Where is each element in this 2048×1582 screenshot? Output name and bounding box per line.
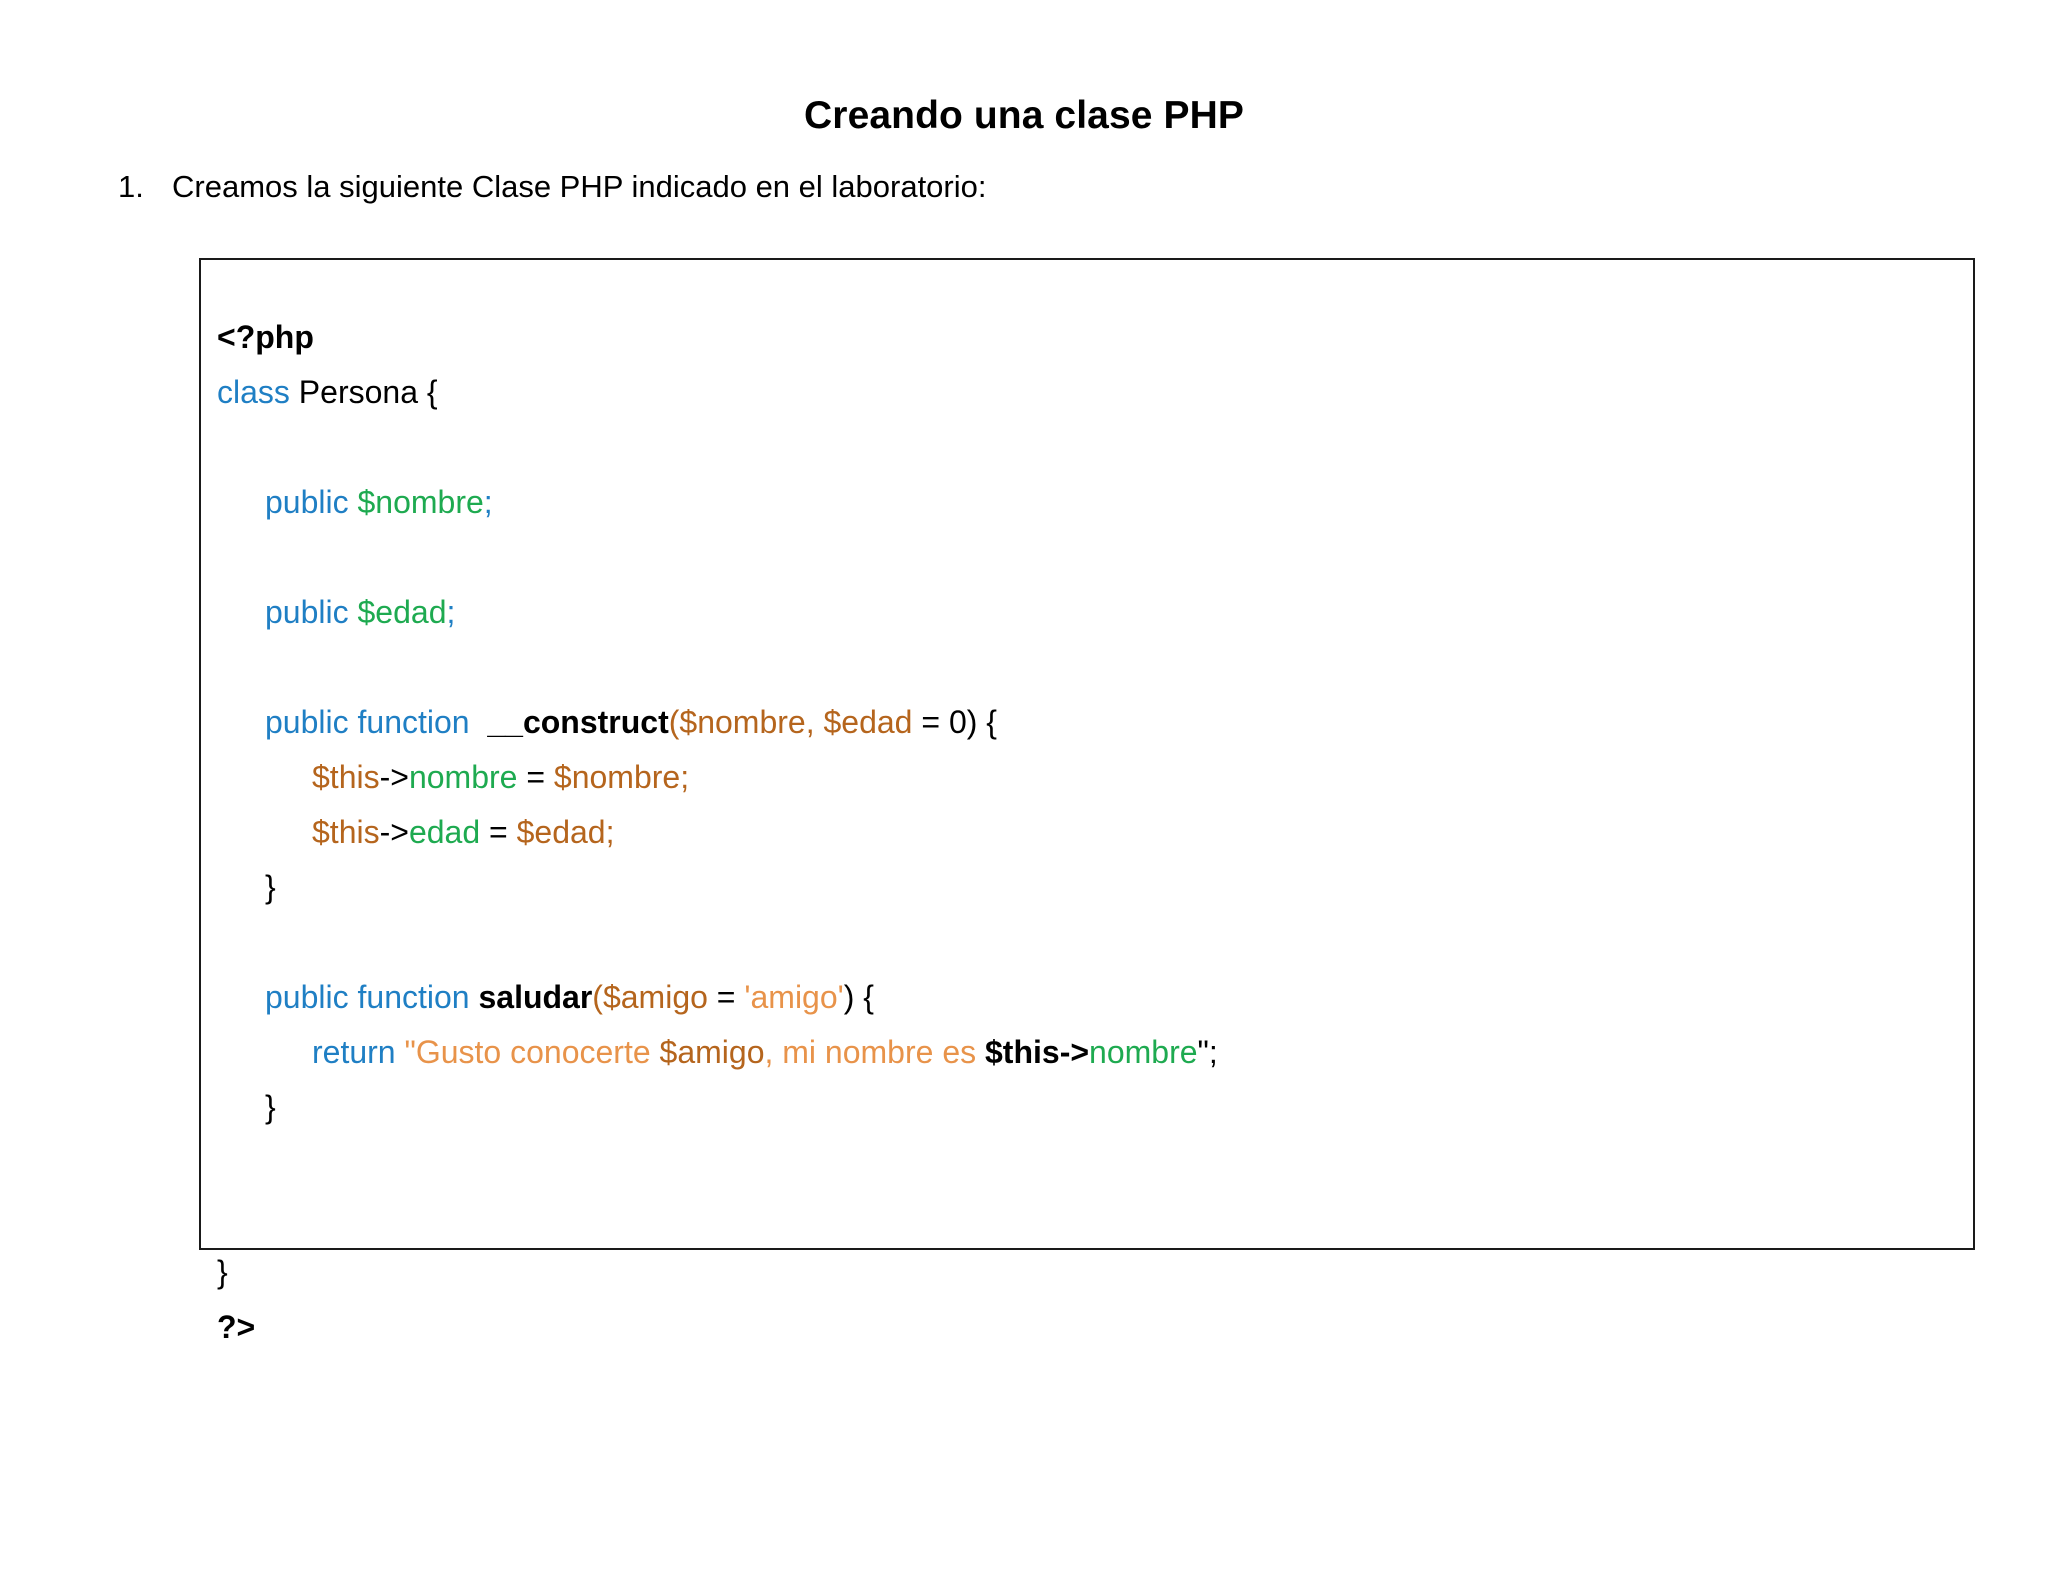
code-token: nombre [1089, 1034, 1198, 1070]
code-line [217, 530, 1973, 585]
code-token: ; [483, 484, 493, 520]
code-token: $amigo [659, 1034, 765, 1070]
php-code-listing: <?php class Persona { public $nombre; pub… [201, 310, 1973, 1355]
code-token: public function [265, 704, 479, 740]
list-item-number: 1. [118, 169, 144, 204]
code-token: $this [312, 814, 380, 850]
code-block-container: <?php class Persona { public $nombre; pub… [199, 258, 1975, 1345]
code-token: public [265, 484, 358, 520]
code-token: class [217, 374, 290, 410]
code-token: public function [265, 979, 479, 1015]
code-line: $this->edad = $edad; [217, 805, 1973, 860]
code-line: $this->nombre = $nombre; [217, 750, 1973, 805]
page-title: Creando una clase PHP [804, 94, 1244, 138]
code-token: ) { [843, 979, 874, 1015]
code-token: = [517, 759, 554, 795]
code-line: return "Gusto conocerte $amigo, mi nombr… [217, 1025, 1973, 1080]
code-token: ($nombre, $edad [668, 704, 913, 740]
code-token: return [312, 1034, 405, 1070]
code-token: <?php [217, 319, 314, 355]
code-token: public [265, 594, 358, 630]
code-token: "; [1197, 1034, 1218, 1070]
code-token: } [265, 1089, 276, 1125]
code-line [217, 1135, 1973, 1190]
code-token: ?> [217, 1309, 256, 1345]
code-line [217, 420, 1973, 475]
code-line [217, 1190, 1973, 1245]
code-token: 'amigo' [744, 979, 844, 1015]
code-line: <?php [217, 310, 1973, 365]
code-token: ($amigo [592, 979, 708, 1015]
code-token: $edad [357, 594, 447, 630]
code-token: -> [379, 759, 409, 795]
code-token: $this [312, 759, 380, 795]
code-line: ?> [217, 1300, 1973, 1355]
code-token: nombre [408, 759, 518, 795]
code-token: saludar [478, 979, 593, 1015]
code-line: } [217, 1080, 1973, 1135]
list-item-label: Creamos la siguiente Clase PHP indicado … [172, 169, 987, 204]
code-token: " [404, 1034, 416, 1070]
code-token: Gusto conocerte [415, 1034, 660, 1070]
code-token: = 0) { [912, 704, 997, 740]
instruction-list-item: 1. Creamos la siguiente Clase PHP indica… [118, 168, 987, 207]
code-token: $nombre; [553, 759, 690, 795]
code-token: Persona { [289, 374, 438, 410]
code-token: $edad; [516, 814, 615, 850]
code-token: edad [408, 814, 481, 850]
code-token: __construct [478, 704, 669, 740]
code-line: } [217, 1245, 1973, 1300]
code-token: , mi nombre es [764, 1034, 985, 1070]
code-line: public $edad; [217, 585, 1973, 640]
code-token: $this-> [985, 1034, 1090, 1070]
code-line: public $nombre; [217, 475, 1973, 530]
code-line [217, 915, 1973, 970]
code-token: -> [379, 814, 409, 850]
code-line: public function saludar($amigo = 'amigo'… [217, 970, 1973, 1025]
code-line: class Persona { [217, 365, 1973, 420]
code-token: = [707, 979, 745, 1015]
code-line: } [217, 860, 1973, 915]
code-token: ; [446, 594, 456, 630]
code-token: $nombre [357, 484, 484, 520]
code-token: } [217, 1254, 228, 1290]
code-token: } [265, 869, 276, 905]
code-line [217, 640, 1973, 695]
code-line: public function __construct($nombre, $ed… [217, 695, 1973, 750]
code-token: = [480, 814, 517, 850]
